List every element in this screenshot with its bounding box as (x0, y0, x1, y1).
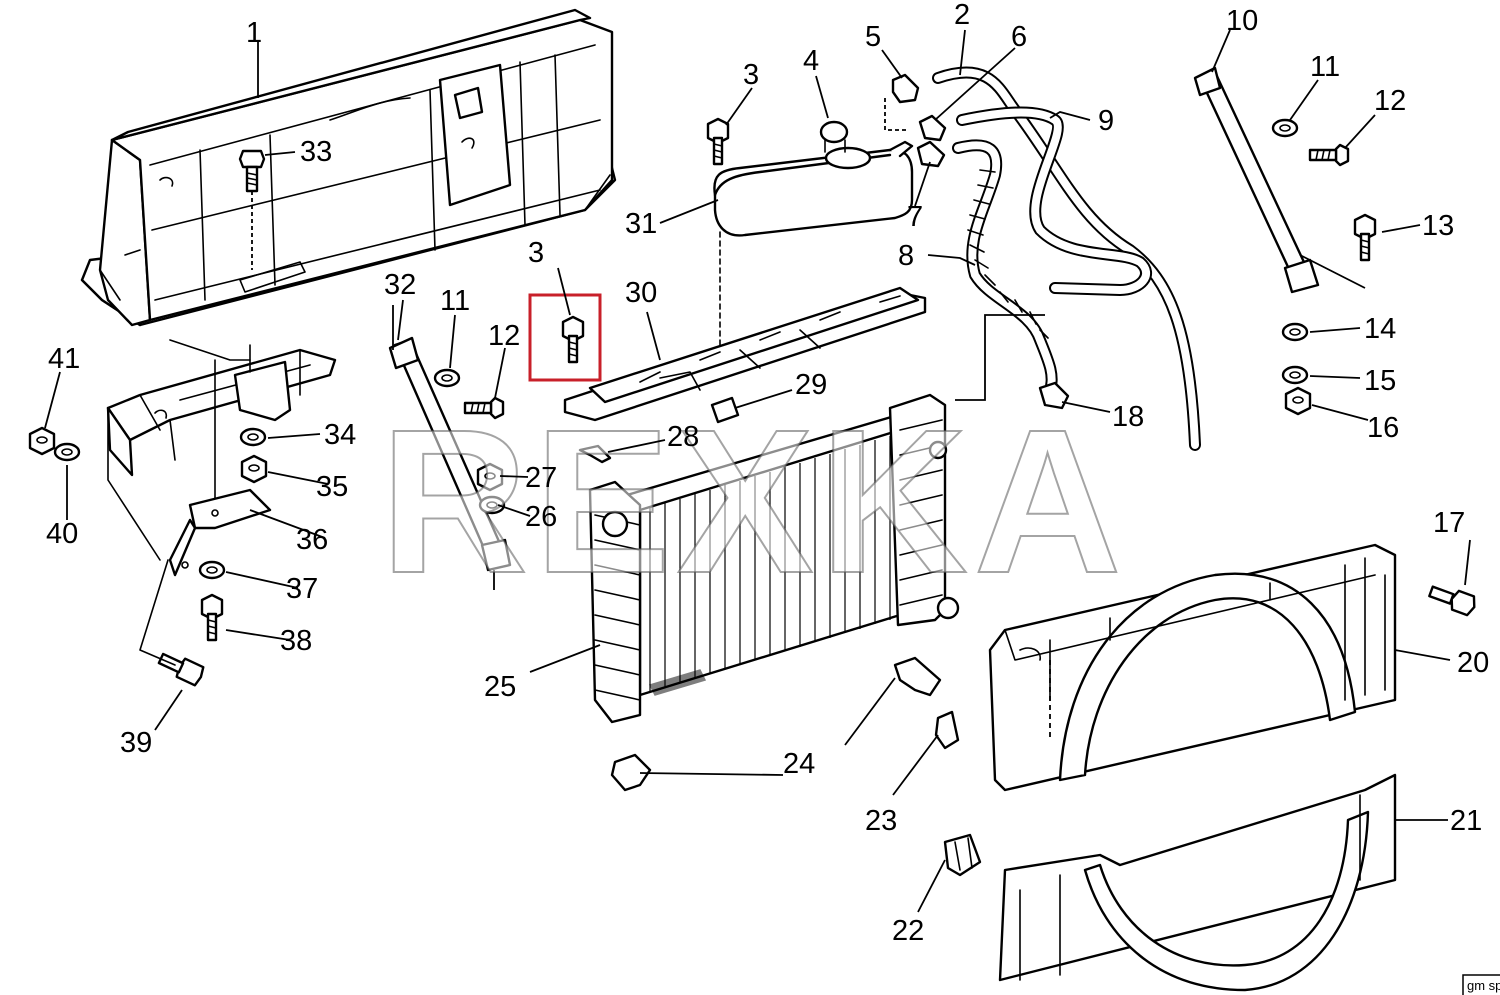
callout-13: 13 (1422, 210, 1454, 242)
callout-5: 5 (865, 21, 881, 53)
watermark: REXKA (380, 387, 1128, 616)
callout-14: 14 (1364, 313, 1396, 345)
clip-23 (934, 710, 960, 750)
bolt-17 (1428, 585, 1476, 617)
bolt-12-right (1308, 143, 1350, 167)
washer-34 (239, 427, 267, 447)
callout-32: 32 (384, 269, 416, 301)
callout-34: 34 (324, 419, 356, 451)
callout-15: 15 (1364, 365, 1396, 397)
callout-40: 40 (46, 518, 78, 550)
callout-39: 39 (120, 727, 152, 759)
callout-10: 10 (1226, 5, 1258, 37)
radiator-25 (588, 393, 960, 724)
callout-1: 1 (246, 17, 262, 49)
callout-38: 38 (280, 625, 312, 657)
callout-22: 22 (892, 915, 924, 947)
callout-26: 26 (525, 501, 557, 533)
clip-22 (943, 833, 982, 877)
callout-18: 18 (1112, 401, 1144, 433)
callout-6: 6 (1011, 21, 1027, 53)
callout-27: 27 (525, 462, 557, 494)
lower-bracket-assembly (106, 339, 337, 577)
bolt-13 (1353, 213, 1377, 262)
hoses-2-8-9 (932, 66, 1201, 451)
washer-15 (1281, 365, 1309, 385)
callout-28: 28 (667, 421, 699, 453)
callout-23: 23 (865, 805, 897, 837)
radiator-support-part-1 (80, 8, 617, 327)
strut-rod-32 (388, 305, 512, 590)
callout-25: 25 (484, 671, 516, 703)
washer-14 (1281, 322, 1309, 342)
clip-28 (578, 444, 612, 464)
callout-36: 36 (296, 524, 328, 556)
callout-33: 33 (300, 136, 332, 168)
callout-8: 8 (898, 240, 914, 272)
clips-24 (610, 656, 942, 792)
nut-41 (28, 426, 56, 456)
nut-16 (1284, 386, 1312, 416)
callout-4: 4 (803, 45, 819, 77)
callout-16: 16 (1367, 412, 1399, 444)
gm-spo-logo: gm spo (1462, 974, 1500, 995)
callout-7: 7 (907, 201, 923, 233)
bolt-39 (157, 652, 205, 687)
callout-31: 31 (625, 208, 657, 240)
callout-11-right: 11 (1310, 51, 1340, 83)
callout-9: 9 (1098, 105, 1114, 137)
callout-35: 35 (316, 471, 348, 503)
clamp-5 (891, 73, 920, 104)
bolt-3-highlighted (561, 315, 585, 364)
nut-35 (240, 454, 268, 484)
callout-20: 20 (1457, 647, 1489, 679)
callout-3: 3 (743, 59, 759, 91)
callout-29: 29 (795, 369, 827, 401)
clamps-6-7 (916, 114, 947, 168)
baffle-30 (563, 229, 927, 422)
callout-11-left: 11 (440, 285, 470, 317)
cap-4 (819, 120, 849, 144)
bolt-38 (200, 593, 224, 642)
callout-labels: 1 2 3 3 4 5 6 7 8 9 10 11 11 12 12 13 14… (46, 0, 1489, 947)
washer-11-left (433, 368, 461, 388)
callout-41: 41 (48, 343, 80, 375)
washer-37 (198, 560, 226, 580)
callout-12-left: 12 (488, 320, 520, 352)
callout-2: 2 (954, 0, 970, 31)
bolt-3-reservoir (706, 117, 730, 166)
reservoir-31 (713, 120, 914, 237)
fan-shroud-lower-21 (998, 773, 1397, 992)
washer-11-right (1271, 118, 1299, 138)
callout-17: 17 (1433, 507, 1465, 539)
callout-21: 21 (1450, 805, 1482, 837)
leader-lines (44, 29, 1471, 913)
callout-37: 37 (286, 573, 318, 605)
callout-12-right: 12 (1374, 85, 1406, 117)
logo-text: gm spo (1467, 978, 1500, 993)
strut-rod-10 (1193, 66, 1366, 294)
clip-29 (710, 396, 740, 424)
callout-3-highlighted: 3 (528, 237, 544, 269)
callout-24: 24 (783, 748, 815, 780)
callout-30: 30 (625, 277, 657, 309)
washer-40 (53, 442, 81, 462)
fan-shroud-upper-20 (988, 543, 1397, 792)
